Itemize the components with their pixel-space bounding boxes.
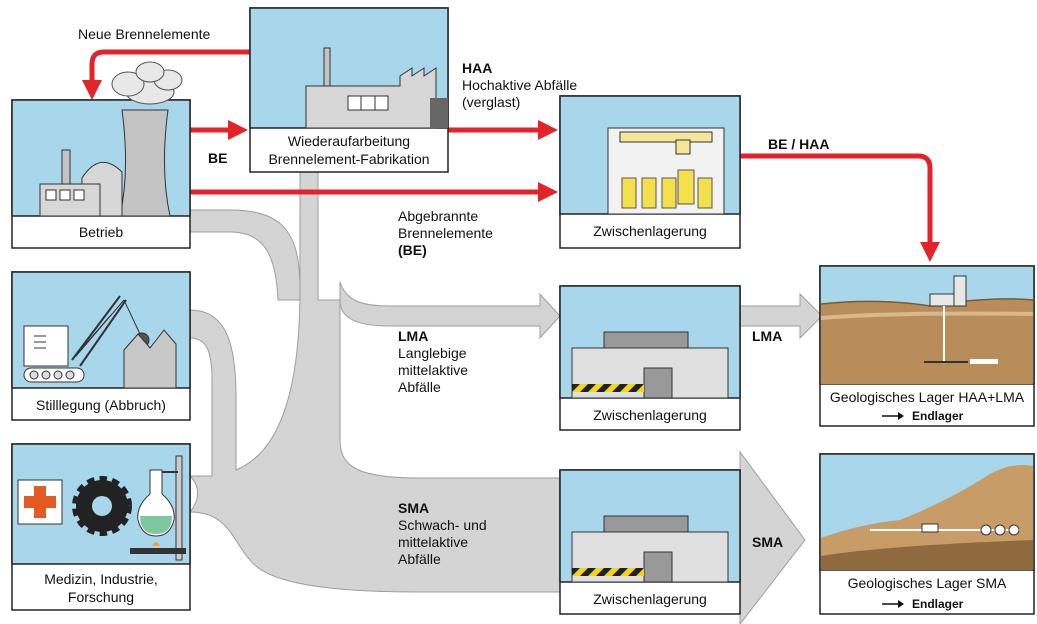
- wiederaufarbeitung-label-2: Brennelement-Fabrikation: [268, 151, 429, 167]
- sma-hall-icon: [571, 515, 729, 583]
- be-label-wrap: BE: [208, 150, 227, 167]
- abgebrannte-line-3: (BE): [398, 242, 427, 258]
- box-medizin: Medizin, Industrie, Forschung: [11, 443, 191, 611]
- stilllegung-label: Stilllegung (Abbruch): [36, 397, 166, 413]
- medizin-label-1: Medizin, Industrie,: [44, 571, 158, 587]
- box-zwischenlagerung-haa: Zwischenlagerung: [559, 95, 741, 249]
- lma-flow-band: [339, 281, 561, 340]
- box-lager-sma: Geologisches Lager SMA Endlager: [819, 453, 1035, 615]
- box-betrieb: Betrieb: [11, 61, 191, 249]
- be-haa-arrow: [740, 153, 940, 262]
- demolished-wall-icon: [123, 329, 177, 389]
- gear-icon: [72, 476, 132, 536]
- lma-arrow-label: LMA: [752, 328, 783, 344]
- lma-hall-icon: [571, 331, 729, 399]
- sma-title-text: SMA: [398, 500, 430, 516]
- sma-line-2: mittelaktive: [398, 534, 469, 550]
- cooling-tower-icon: [119, 109, 171, 217]
- abgebrannte-line-1: Abgebrannte: [398, 208, 479, 224]
- lager-haa-lma-label-1: Geologisches Lager HAA+LMA: [830, 389, 1025, 405]
- box-lager-haa-lma: Geologisches Lager HAA+LMA Endlager: [819, 265, 1035, 427]
- be-haa-label: BE / HAA: [768, 136, 830, 152]
- robot-icon: [23, 325, 85, 383]
- sma-line-3: Abfälle: [398, 551, 441, 567]
- box-zwischenlagerung-sma: Zwischenlagerung: [559, 469, 741, 615]
- neue-brennelemente-label: Neue Brennelemente: [78, 26, 211, 42]
- lma-title-text: LMA: [398, 328, 429, 344]
- zwischenlagerung-sma-label: Zwischenlagerung: [593, 591, 707, 607]
- haa-line-2: (verglast): [462, 94, 521, 110]
- zwischenlagerung-lma-label: Zwischenlagerung: [593, 407, 707, 423]
- box-zwischenlagerung-lma: Zwischenlagerung: [559, 285, 741, 431]
- wiederaufarbeitung-label-1: Wiederaufarbeitung: [288, 133, 410, 149]
- haa-line-1: Hochaktive Abfälle: [462, 77, 578, 93]
- arrow-right-icon: [882, 412, 904, 420]
- sma-arrow-label: SMA: [752, 534, 784, 550]
- lma-line-1: Langlebige: [398, 345, 467, 361]
- sma-title: SMA: [398, 500, 429, 517]
- medizin-label-2: Forschung: [68, 589, 134, 605]
- lma-line-3: Abfälle: [398, 379, 441, 395]
- smoke-cloud-icon: [111, 61, 183, 105]
- lma-title: LMA: [398, 328, 428, 345]
- be-label: BE: [208, 150, 228, 166]
- red-flows: [82, 49, 940, 262]
- box-wiederaufarbeitung: Wiederaufarbeitung Brennelement-Fabrikat…: [249, 7, 449, 173]
- sma-arrow-wrap: SMA: [752, 534, 783, 551]
- lager-sma-label-2: Endlager: [912, 597, 964, 611]
- lager-sma-label-1: Geologisches Lager SMA: [848, 575, 1007, 591]
- sma-line-1: Schwach- und: [398, 517, 487, 533]
- lager-haa-lma-label-2: Endlager: [912, 409, 964, 423]
- storage-hall-icon: [607, 127, 725, 215]
- red-cross-icon: [17, 479, 63, 525]
- factory-icon: [39, 162, 123, 217]
- abgebrannte-line-2: Brennelemente: [398, 225, 493, 241]
- betrieb-label: Betrieb: [79, 224, 124, 240]
- ground-layers: [821, 298, 1033, 384]
- be-haa-wrap: BE / HAA: [768, 136, 829, 153]
- flask-icon: [130, 455, 186, 561]
- abgebrannte-line-3-wrap: (BE): [398, 242, 427, 259]
- neue-brennelemente-arrow: [82, 49, 250, 100]
- lma-arrow-band: [739, 292, 823, 340]
- lma-arrow-wrap: LMA: [752, 328, 782, 345]
- reprocessing-plant-icon: [305, 47, 448, 129]
- zwischenlagerung-haa-label: Zwischenlagerung: [593, 223, 707, 239]
- haa-title: HAA: [462, 60, 492, 77]
- haa-title-text: HAA: [462, 60, 493, 76]
- lma-line-2: mittelaktive: [398, 362, 469, 378]
- arrow-right-icon: [882, 600, 904, 608]
- betrieb-grey-band: [189, 209, 301, 301]
- box-stilllegung: Stilllegung (Abbruch): [11, 271, 191, 421]
